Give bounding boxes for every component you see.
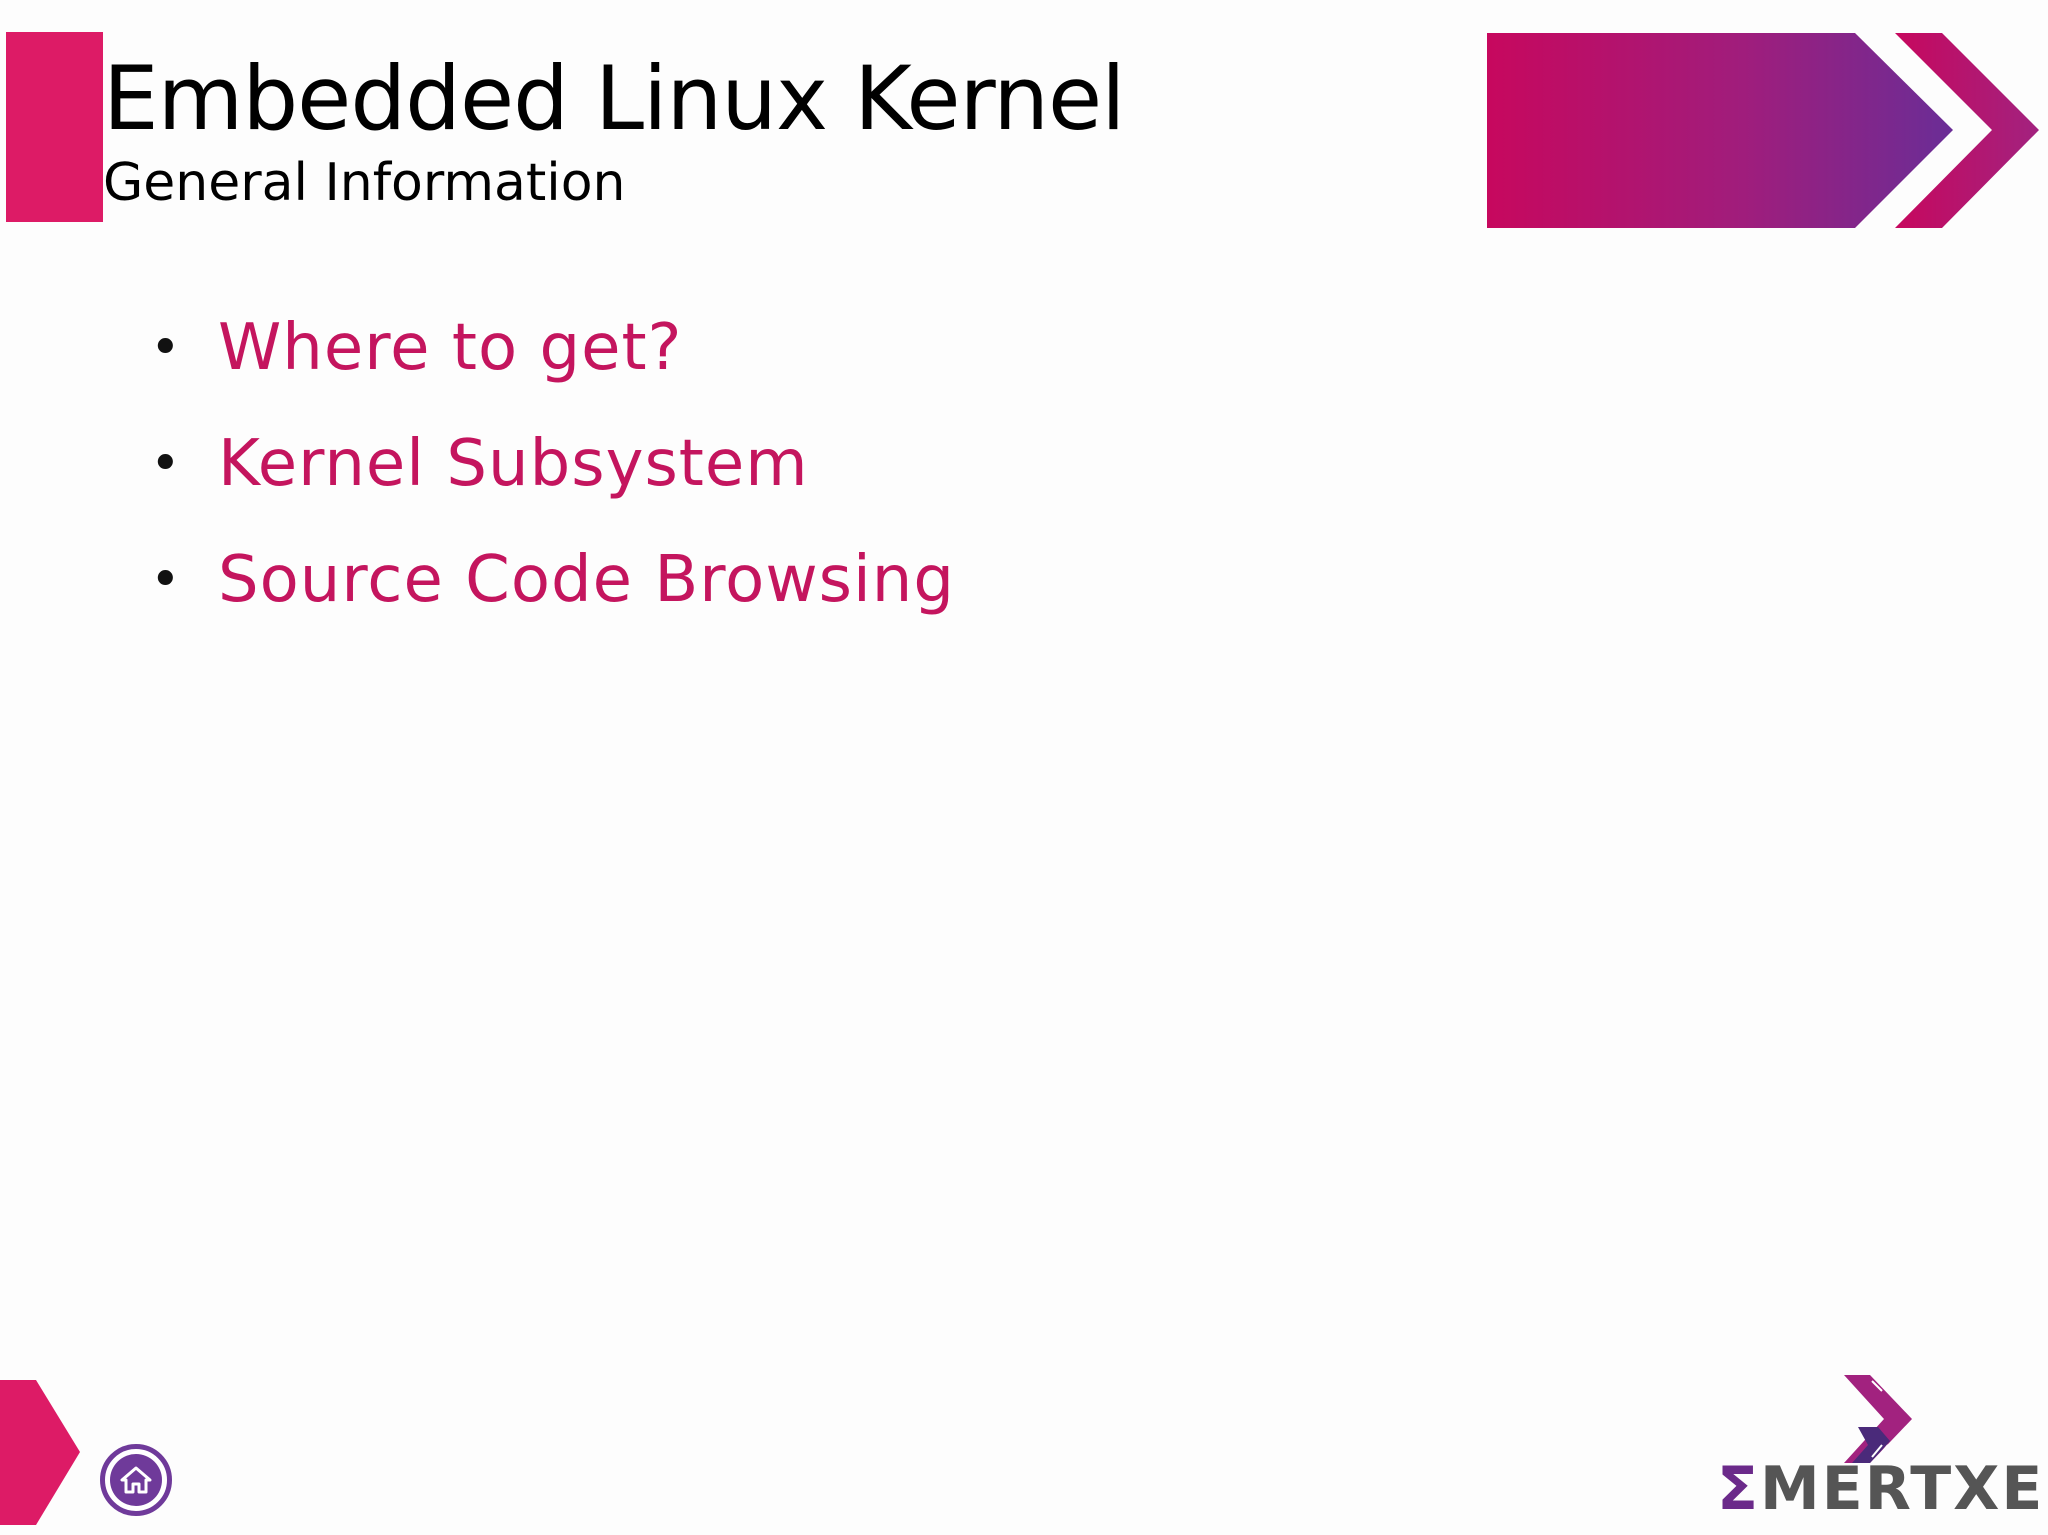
emertxe-logo: ΣMERTXE (1717, 1375, 2042, 1530)
bullet-list: • Where to get? • Kernel Subsystem • Sou… (150, 290, 955, 638)
slide-subtitle: General Information (103, 153, 626, 213)
bullet-text[interactable]: Source Code Browsing (218, 543, 955, 617)
home-icon (110, 1454, 162, 1506)
list-item: • Source Code Browsing (150, 522, 955, 638)
title-accent-bar (6, 32, 103, 222)
chevron-banner (1487, 33, 2039, 228)
bullet-text[interactable]: Kernel Subsystem (218, 427, 809, 501)
home-button[interactable] (100, 1444, 172, 1516)
list-item: • Kernel Subsystem (150, 406, 955, 522)
list-item: • Where to get? (150, 290, 955, 406)
bullet-dot: • (150, 550, 181, 610)
logo-text: MERTXE (1760, 1454, 2045, 1524)
bullet-text[interactable]: Where to get? (218, 311, 683, 385)
bullet-dot: • (150, 434, 181, 494)
logo-wordmark: ΣMERTXE (1717, 1459, 2044, 1519)
bullet-dot: • (150, 318, 181, 378)
logo-chevron-icon (1844, 1375, 1912, 1463)
logo-sigma: Σ (1717, 1454, 1760, 1524)
slide-title: Embedded Linux Kernel (103, 47, 1126, 150)
corner-arrow-icon (0, 1380, 80, 1525)
